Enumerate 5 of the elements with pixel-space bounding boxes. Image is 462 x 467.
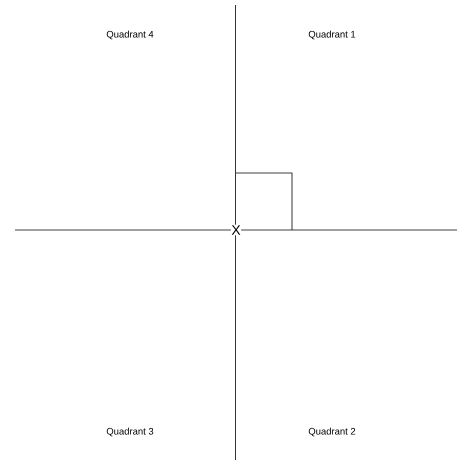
- quadrant-label: Quadrant 4: [106, 30, 154, 40]
- quadrant-label: Quadrant 1: [308, 30, 356, 40]
- quadrant-label: Quadrant 3: [106, 428, 154, 436]
- center-mark: X: [230, 224, 242, 236]
- quadrant-label: Quadrant 2: [308, 428, 356, 436]
